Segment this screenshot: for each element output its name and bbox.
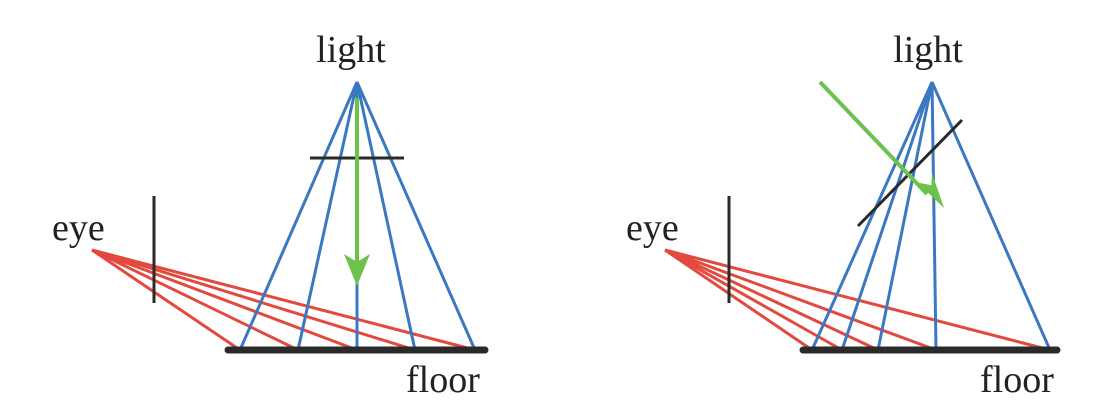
green-arrow-icon [344, 98, 370, 286]
green-arrow-icon [818, 80, 944, 208]
panel-left: light eye floor [52, 29, 489, 401]
label-floor: floor [406, 359, 480, 401]
tilted-image-plane-line [856, 118, 964, 228]
label-floor: floor [980, 359, 1054, 401]
eye-ray [664, 248, 937, 352]
light-ray [810, 81, 934, 351]
eye-ray [664, 248, 843, 352]
eye-ray [664, 248, 813, 352]
light-ray [930, 81, 938, 351]
light-ray [355, 81, 417, 351]
light-ray [876, 81, 934, 351]
light-ray [840, 81, 934, 351]
arrow-head [917, 173, 944, 208]
label-light: light [316, 29, 386, 71]
eye-ray [91, 248, 358, 352]
eye-ray [91, 248, 241, 352]
light-ray [355, 81, 477, 351]
light-ray [238, 81, 359, 351]
label-eye: eye [52, 207, 105, 249]
eye-ray [91, 248, 299, 352]
eye-rays-left [91, 248, 476, 352]
label-eye: eye [626, 207, 679, 249]
arrow-head [344, 254, 370, 286]
eye-ray [664, 248, 879, 352]
arrow-shaft [818, 80, 929, 196]
eye-ray [91, 248, 416, 352]
panel-right: light eye floor [626, 29, 1061, 401]
label-light: light [893, 29, 963, 71]
eye-ray [91, 248, 476, 352]
light-ray [296, 81, 359, 351]
light-rays-right [810, 81, 1052, 351]
light-ray [930, 81, 1052, 351]
